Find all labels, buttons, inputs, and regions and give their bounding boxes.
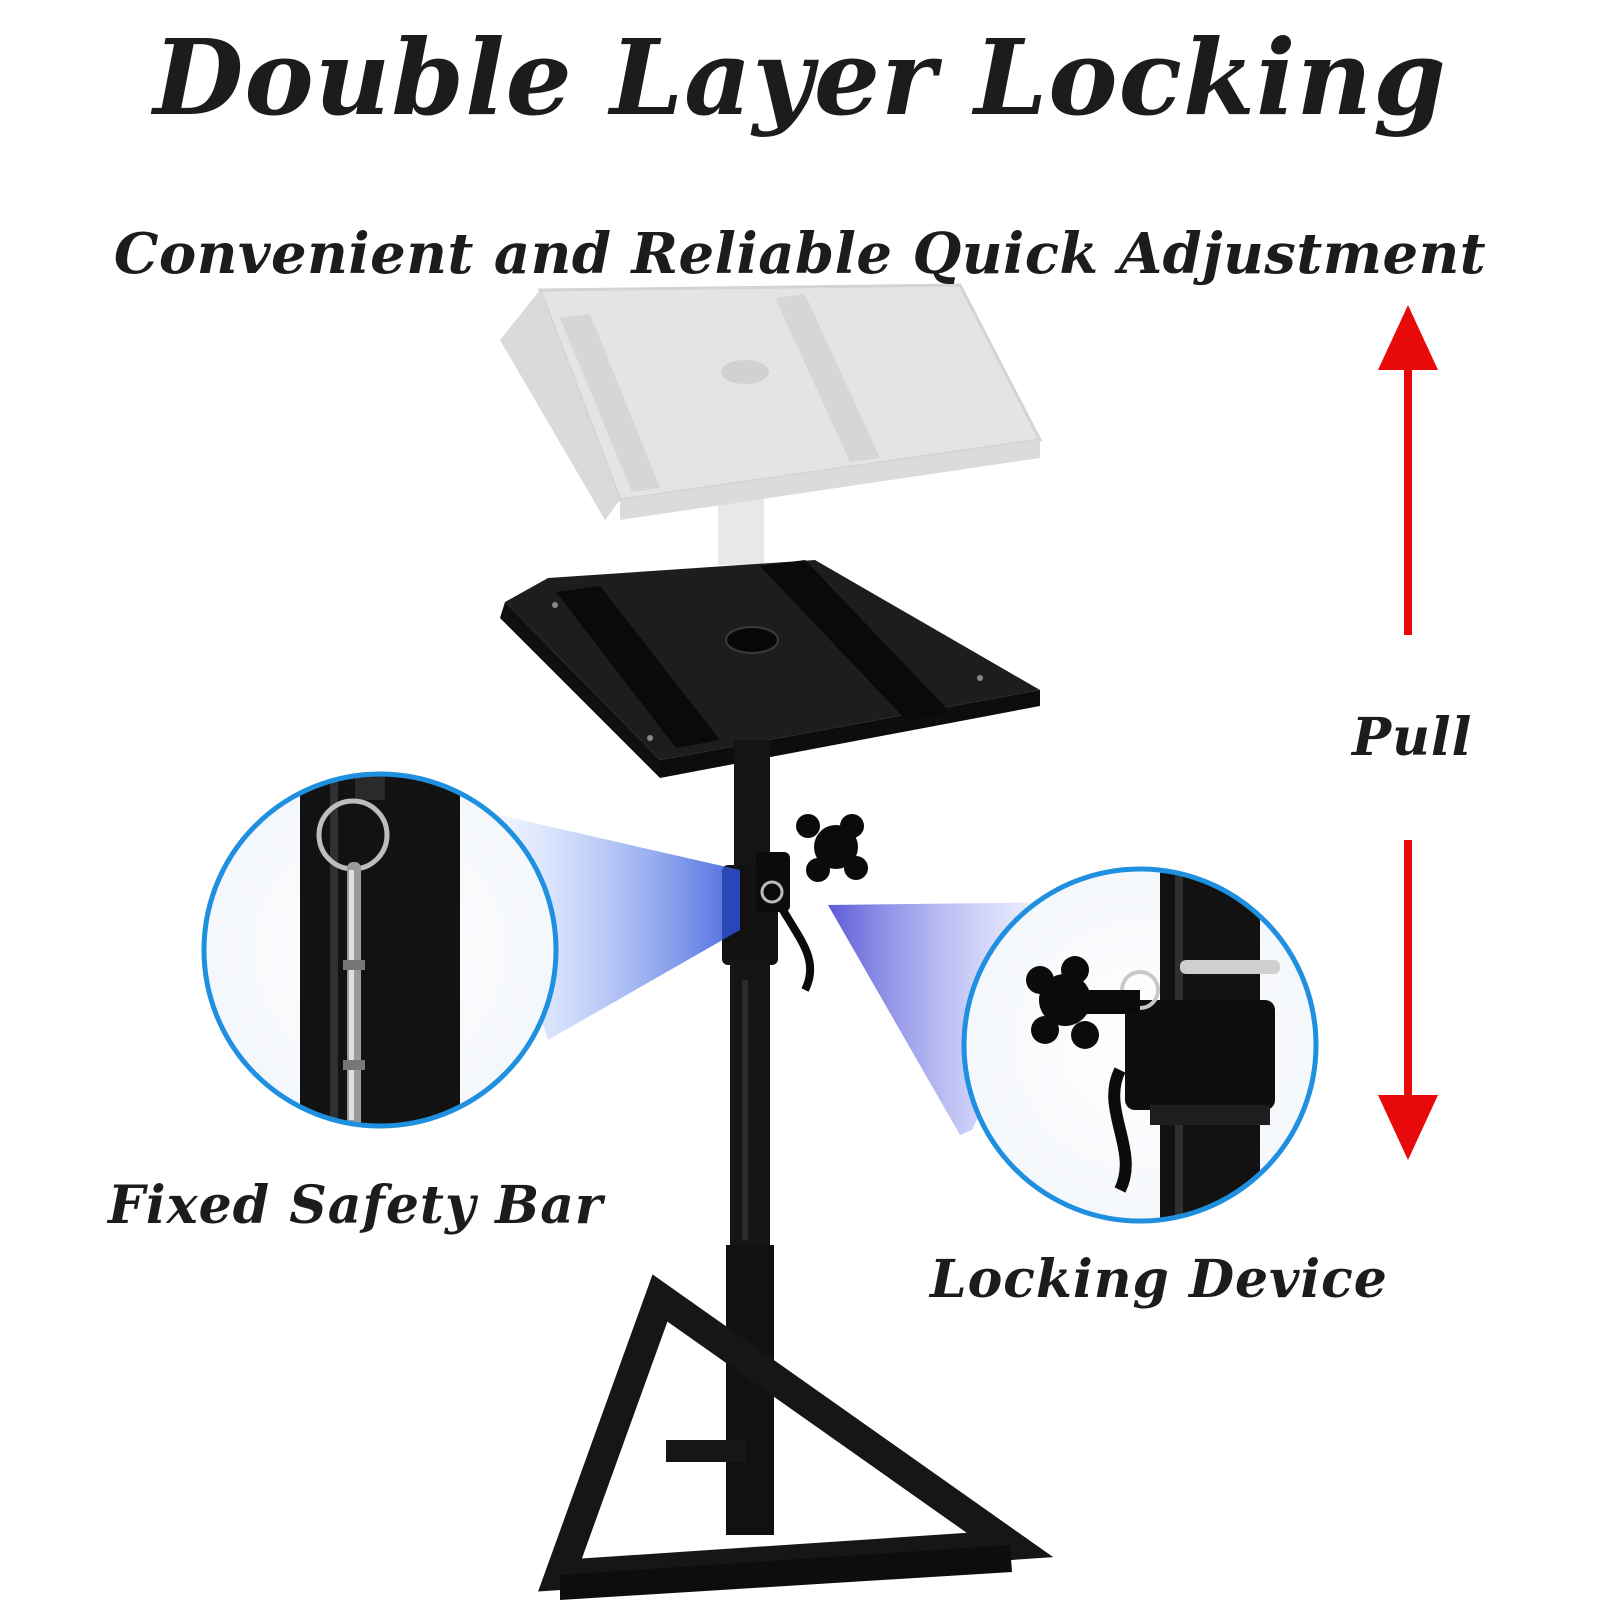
- safety-bar-callout: [201, 771, 559, 1129]
- pull-label: Pull: [1352, 707, 1473, 768]
- raised-tray-ghost: [500, 283, 1043, 565]
- pull-arrow-up: [1378, 305, 1438, 635]
- pull-arrow-down: [1378, 840, 1438, 1160]
- stand-base: [538, 1274, 1054, 1600]
- page-subtitle: Convenient and Reliable Quick Adjustment: [113, 221, 1487, 287]
- locking-device-callout: [961, 866, 1319, 1224]
- locking-knob: [756, 814, 868, 992]
- safety-bar-label: Fixed Safety Bar: [108, 1175, 604, 1236]
- locking-device-label: Locking Device: [930, 1249, 1388, 1310]
- page-title: Double Layer Locking: [153, 16, 1447, 139]
- stand-pole: [722, 740, 778, 1535]
